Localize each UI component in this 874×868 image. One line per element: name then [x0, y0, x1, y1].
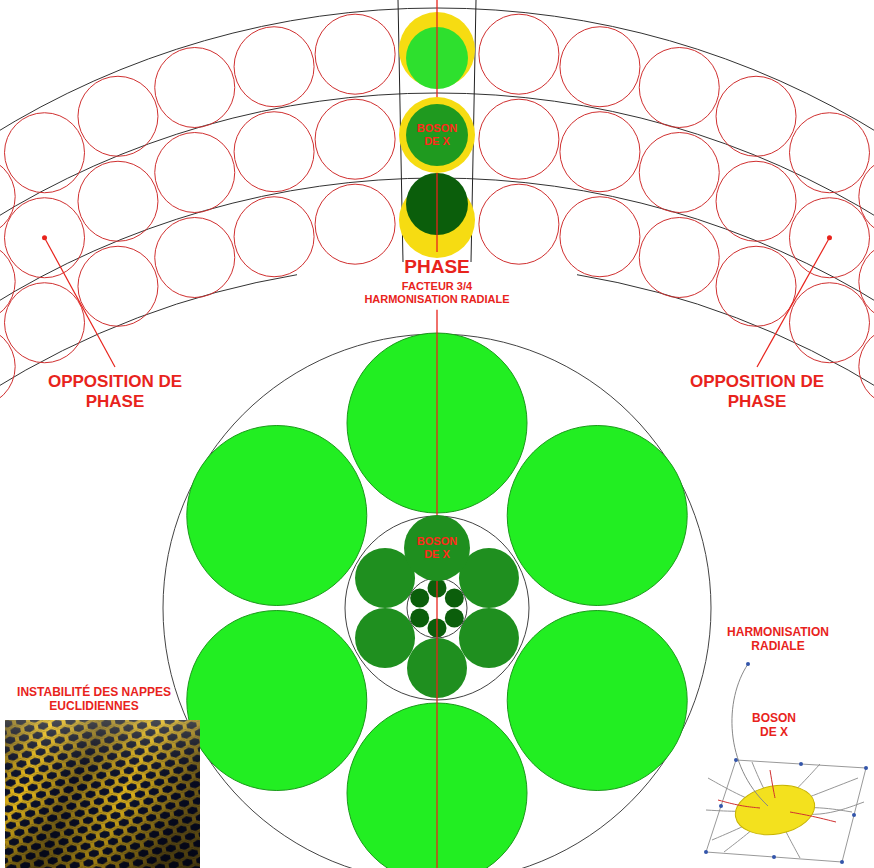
shell-circle [859, 157, 874, 237]
leader-line [45, 238, 115, 367]
factor-label: FACTEUR 3/4 [402, 280, 472, 293]
instability-caption: INSTABILITÉ DES NAPPES EUCLIDIENNES [8, 686, 180, 714]
shell-circle [315, 99, 395, 179]
shell-circle [479, 99, 559, 179]
shell-circle [234, 112, 314, 192]
shell-circle [639, 133, 719, 213]
sketch-dot [719, 804, 723, 808]
shell-circle [789, 283, 869, 363]
axis-line [436, 565, 437, 868]
outer-disc [399, 97, 475, 173]
sketch-dot [772, 855, 776, 859]
sketch-dot [746, 662, 750, 666]
red-field-line [770, 770, 775, 798]
red-field-line [790, 812, 836, 822]
shell-circle [479, 184, 559, 264]
shell-circle [639, 218, 719, 298]
leader-dot [42, 235, 47, 240]
sketch-dot [704, 850, 708, 854]
boson-name: BOSON DE X [410, 122, 464, 147]
field-line [712, 778, 858, 840]
sketch-dot [864, 766, 868, 770]
field-line [724, 764, 820, 852]
leader-dot [827, 235, 832, 240]
green-circle [187, 611, 367, 791]
opposition-label: OPPOSITION DE PHASE [40, 372, 190, 411]
shell-circle [479, 14, 559, 94]
shell-circle [155, 218, 235, 298]
overlay-strokes [42, 0, 832, 868]
shell-circle [155, 48, 235, 128]
shell-circle [716, 161, 796, 241]
shell-circle [560, 112, 640, 192]
shell-circle [716, 76, 796, 156]
core-dot [445, 609, 464, 628]
red-field-line [718, 800, 760, 808]
shell-circle [859, 242, 874, 322]
sketch-dot [840, 860, 844, 864]
core-dot [410, 609, 429, 628]
boson-name: BOSON DE X [410, 535, 464, 560]
shell-circle [234, 197, 314, 277]
shell-circle [560, 197, 640, 277]
shell-circle [716, 246, 796, 326]
harmonisation-label: HARMONISATION RADIALE [364, 293, 509, 306]
sketch-frame [706, 760, 866, 862]
axis-line [436, 310, 437, 532]
phase-label: PHASE [404, 256, 469, 278]
shell-circle [78, 161, 158, 241]
shell-circle [5, 113, 85, 193]
shell-circle [560, 27, 640, 107]
shell-circle [639, 48, 719, 128]
opposition-label: OPPOSITION DE PHASE [682, 372, 832, 411]
shell-circle [5, 283, 85, 363]
shell-circle [315, 184, 395, 264]
boson-circle: BOSON DE X [399, 97, 475, 173]
inner-disc [406, 104, 468, 166]
shell-circle [78, 246, 158, 326]
shell-circle [78, 76, 158, 156]
core-dot [445, 589, 464, 608]
shell-circle [5, 198, 85, 278]
dark-green-circle [459, 608, 519, 668]
dark-green-circle [355, 608, 415, 668]
sketch-dot [852, 813, 856, 817]
picture-shading [5, 720, 200, 868]
boson-ellipse [731, 779, 818, 840]
boson-label: BOSON DE X [743, 712, 805, 740]
shell-circle [234, 27, 314, 107]
shell-circle [155, 133, 235, 213]
green-circle [187, 426, 367, 606]
shell-circle [315, 14, 395, 94]
picture-shading [5, 720, 200, 868]
shell-circle [859, 327, 874, 407]
outer-disc [404, 515, 470, 581]
sketch-dot [799, 762, 803, 766]
shell-circle [789, 198, 869, 278]
leader-line [757, 238, 829, 367]
green-circle [507, 426, 687, 606]
core-dot [410, 589, 429, 608]
green-circle [507, 611, 687, 791]
honeycomb-picture [5, 720, 200, 868]
sketch [704, 662, 868, 864]
shell-circle [789, 113, 869, 193]
harmonisation-label: HARMONISATION RADIALE [713, 626, 843, 654]
boson-circle: BOSON DE X [404, 515, 470, 581]
